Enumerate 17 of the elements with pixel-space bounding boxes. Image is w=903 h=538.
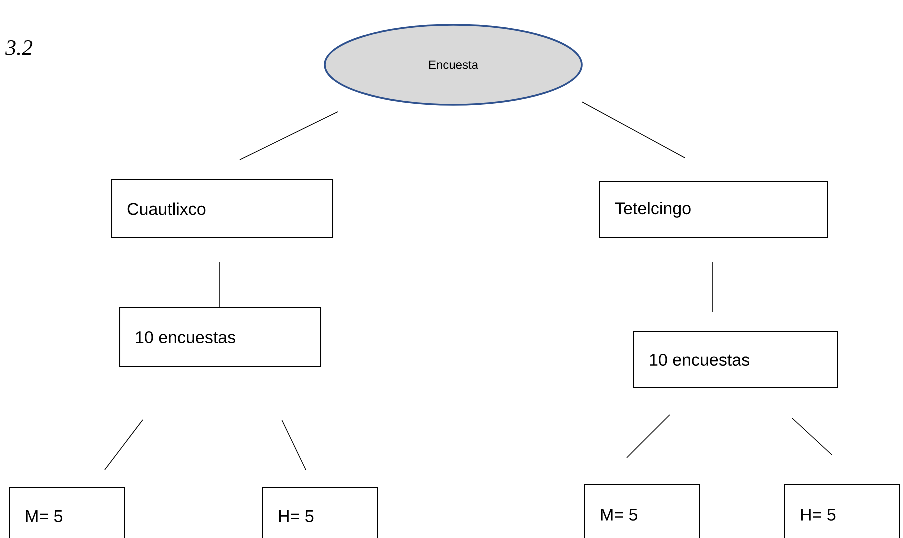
box-node: Cuautlixco [112,180,334,238]
ellipse-node: Encuesta [324,24,583,106]
box-node: Tetelcingo [600,182,828,238]
box-node: M= 5 [10,488,126,538]
connector-line [712,262,714,312]
connector-line [626,414,670,458]
connector-line [240,112,338,160]
box-node: M= 5 [584,484,700,538]
connector-line [582,102,686,158]
connector-line [104,420,144,470]
connector-line [792,418,832,456]
box-node: 10 encuestas [634,332,838,388]
box-node: 10 encuestas [120,308,322,368]
box-node: H= 5 [262,488,378,538]
connector-line [282,420,306,470]
figure-number: 3.2 [6,40,33,56]
box-node: H= 5 [784,484,900,538]
